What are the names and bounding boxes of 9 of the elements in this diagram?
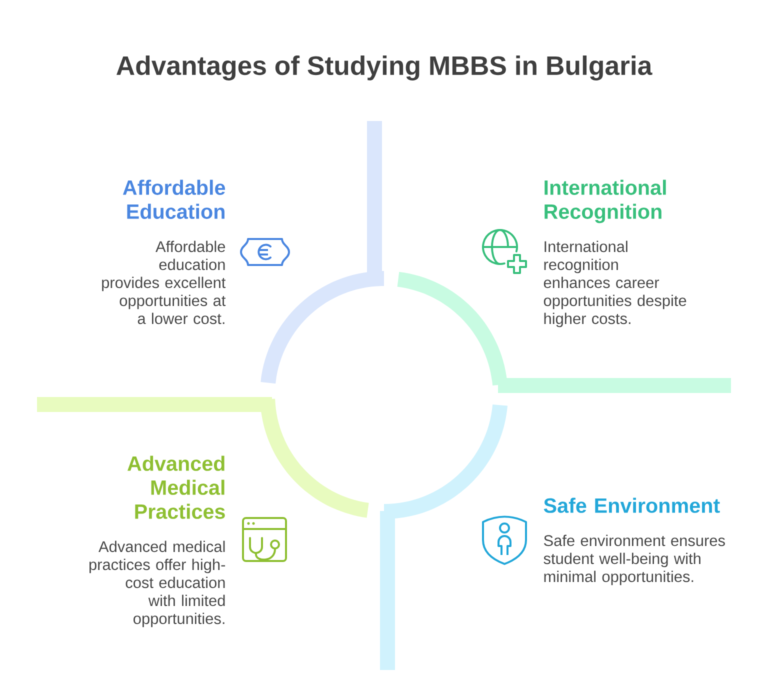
- title: Advantages of Studying MBBS in Bulgaria: [116, 56, 652, 80]
- heading: Affordable Education: [122, 180, 226, 219]
- description: Advanced medical practices offer high-cost education with limited opportunities.: [89, 540, 226, 628]
- heading: Advanced Medical Practices: [128, 456, 225, 519]
- heading: Safe Environment: [544, 498, 720, 513]
- description: Affordable education provides excellent opportunities at a lower cost.: [102, 240, 226, 324]
- description: Safe environment ensures student well-being with minimal opportunities.: [544, 534, 725, 586]
- description: International recognition enhances career opportunities despite higher costs.: [544, 240, 686, 328]
- heading: International Recognition: [544, 180, 666, 224]
